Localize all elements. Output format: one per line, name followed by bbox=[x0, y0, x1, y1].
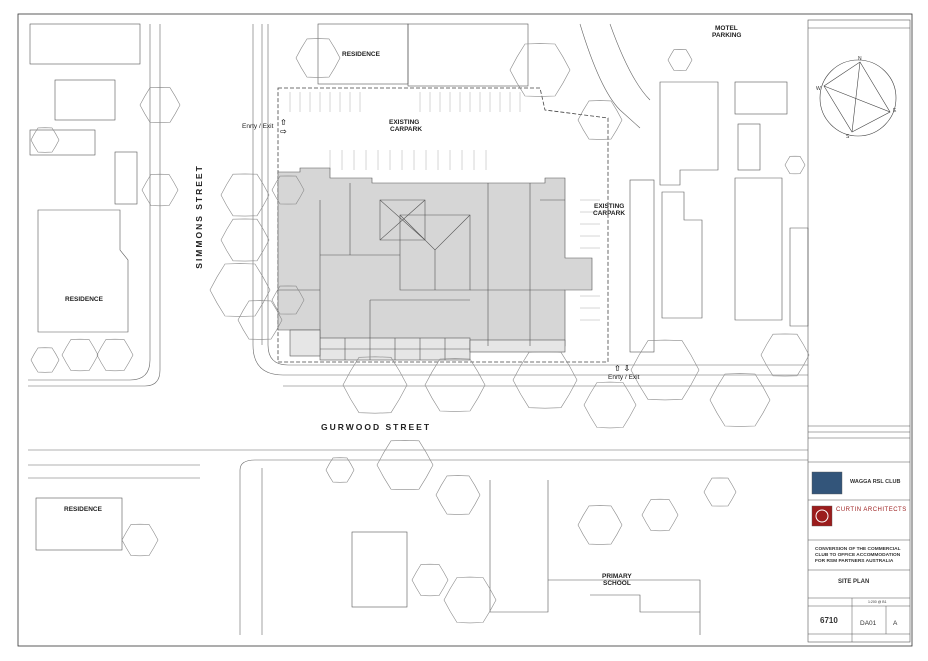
tree-canopy bbox=[271, 285, 305, 315]
tree-canopy bbox=[139, 87, 181, 123]
carpark-north-label-2: CARPARK bbox=[390, 126, 423, 133]
tree-canopy bbox=[667, 49, 693, 71]
tree-canopy bbox=[295, 38, 341, 78]
tree-canopy bbox=[376, 440, 434, 490]
tree-canopy bbox=[512, 351, 578, 409]
tree-canopy bbox=[424, 358, 486, 412]
scale-value: 1:200 @ B1 bbox=[868, 600, 887, 604]
drawing-number: DA01 bbox=[860, 620, 877, 627]
client-name: WAGGA RSL CLUB bbox=[850, 479, 901, 485]
revision-letter: A bbox=[893, 620, 898, 627]
tree-canopy bbox=[209, 263, 271, 317]
svg-text:S: S bbox=[846, 134, 850, 140]
drawing-title: SITE PLAN bbox=[838, 579, 870, 585]
tree-canopy bbox=[141, 173, 179, 207]
entry-arrows-south-icon: ⇧ ⇩ bbox=[614, 364, 631, 373]
architect-name: CURTIN ARCHITECTS bbox=[836, 507, 907, 513]
svg-text:E: E bbox=[893, 108, 897, 114]
motel-parking-label-1: MOTEL bbox=[715, 25, 738, 32]
tree-canopy bbox=[435, 475, 481, 515]
simmons-street-label: SIMMONS STREET bbox=[193, 164, 204, 269]
residence-bottom-label: RESIDENCE bbox=[64, 506, 102, 513]
residence-left-label: RESIDENCE bbox=[65, 296, 103, 303]
gurwood-street-label: GURWOOD STREET bbox=[321, 422, 432, 432]
motel-parking-label-2: PARKING bbox=[712, 32, 742, 39]
tree-canopy bbox=[220, 173, 270, 217]
project-title-3: FOR RSM PARTNERS AUSTRALIA bbox=[815, 559, 894, 564]
tree-canopy bbox=[342, 356, 408, 414]
tree-canopy bbox=[61, 338, 99, 372]
project-title-2: CLUB TO OFFICE ACCOMMODATION bbox=[815, 553, 901, 558]
residence-top-label: RESIDENCE bbox=[342, 51, 380, 58]
tree-canopy bbox=[583, 381, 637, 429]
tree-canopy bbox=[577, 100, 623, 140]
carpark-north-label-1: EXISTING bbox=[389, 119, 420, 126]
tree-canopy bbox=[271, 175, 305, 205]
tree-canopy bbox=[760, 333, 810, 377]
svg-text:W: W bbox=[816, 86, 821, 92]
tree-canopy bbox=[509, 43, 571, 97]
carpark-east-label-1: EXISTING bbox=[594, 203, 625, 210]
svg-text:N: N bbox=[858, 56, 862, 62]
tree-canopy bbox=[30, 347, 60, 373]
tree-canopy bbox=[709, 373, 771, 427]
tree-canopy bbox=[784, 155, 806, 175]
tree-canopy bbox=[237, 300, 283, 340]
tree-canopy bbox=[630, 339, 700, 401]
project-number: 6710 bbox=[820, 616, 838, 625]
tree-canopy bbox=[96, 338, 134, 372]
project-title-1: CONVERSION OF THE COMMERCIAL bbox=[815, 547, 901, 552]
tree-canopy bbox=[641, 498, 679, 532]
entry-exit-south-label: Enrty / Exit bbox=[608, 374, 640, 381]
primary-school-label-2: SCHOOL bbox=[603, 580, 631, 587]
tree-canopy bbox=[577, 505, 623, 545]
entry-exit-west-label: Enrty / Exit bbox=[242, 123, 274, 130]
tree-canopy bbox=[325, 457, 355, 483]
carpark-east-label-2: CARPARK bbox=[593, 210, 626, 217]
primary-school-label-1: PRIMARY bbox=[602, 573, 632, 580]
tree-canopy bbox=[30, 127, 60, 153]
tree-canopy bbox=[443, 576, 497, 624]
tree-canopy bbox=[411, 563, 449, 597]
tree-canopy bbox=[121, 523, 159, 557]
tree-canopy bbox=[703, 477, 737, 507]
entry-arrows-west-icon: ⇧⇨ bbox=[280, 118, 287, 136]
tree-canopy bbox=[220, 218, 270, 262]
